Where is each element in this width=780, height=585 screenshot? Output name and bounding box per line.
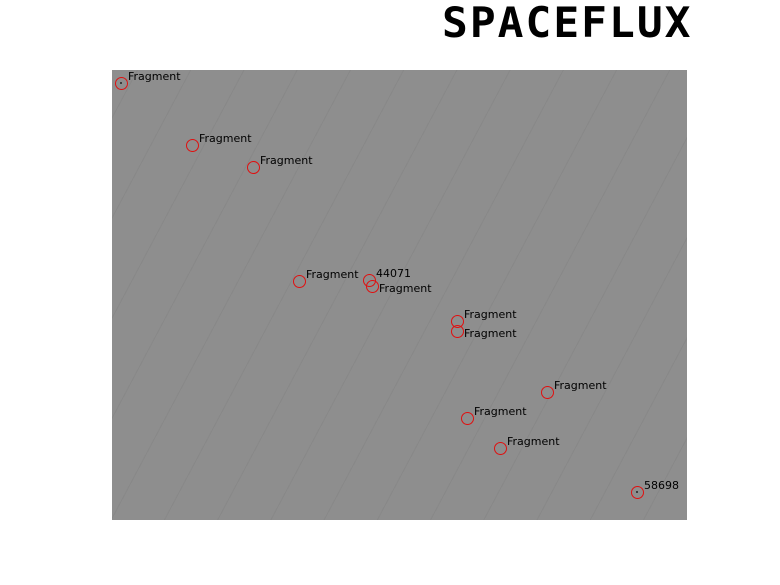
detection-label: 58698: [644, 479, 679, 492]
detection-marker: [293, 275, 306, 288]
detection-label: Fragment: [306, 268, 359, 281]
detection-marker: [366, 280, 379, 293]
detection-marker: [461, 412, 474, 425]
detection-label: Fragment: [128, 70, 181, 83]
detection-label: Fragment: [464, 308, 517, 321]
detection-label: Fragment: [260, 154, 313, 167]
telescope-image: [112, 70, 687, 520]
detection-marker: [186, 139, 199, 152]
detection-label: Fragment: [554, 379, 607, 392]
detection-marker: [247, 161, 260, 174]
detection-label: Fragment: [507, 435, 560, 448]
detection-label: Fragment: [379, 282, 432, 295]
object-dot: [636, 491, 638, 493]
detection-marker: [451, 325, 464, 338]
detection-marker: [631, 486, 644, 499]
spaceflux-logo: SPACEFLUX: [442, 0, 693, 47]
detection-marker: [494, 442, 507, 455]
detection-label: Fragment: [199, 132, 252, 145]
detection-label: Fragment: [464, 327, 517, 340]
detection-label: Fragment: [474, 405, 527, 418]
detection-label: 44071: [376, 267, 411, 280]
object-dot: [120, 82, 122, 84]
detection-marker: [115, 77, 128, 90]
detection-marker: [541, 386, 554, 399]
